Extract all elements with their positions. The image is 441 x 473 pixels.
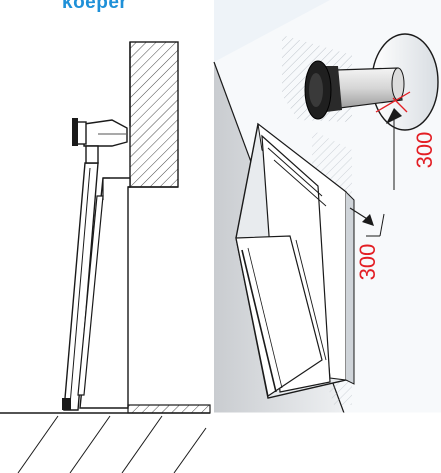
glass-panel-side <box>62 162 104 411</box>
left-section-view <box>0 41 211 473</box>
wall-section <box>129 41 179 188</box>
hood-box-perspective <box>235 122 355 399</box>
duct-pipe <box>304 60 405 120</box>
duct-connector-side <box>72 118 128 164</box>
side-clearance-label: 300 <box>355 244 380 281</box>
hood-housing <box>79 177 178 409</box>
side-clearance-dimension: 300 <box>349 207 385 281</box>
right-perspective-view: 300 300 <box>213 0 441 414</box>
floor-section <box>0 404 211 473</box>
top-clearance-label: 300 <box>412 132 437 169</box>
top-clearance-dimension: 300 <box>375 91 437 190</box>
brand-logo: koeper <box>62 0 128 13</box>
